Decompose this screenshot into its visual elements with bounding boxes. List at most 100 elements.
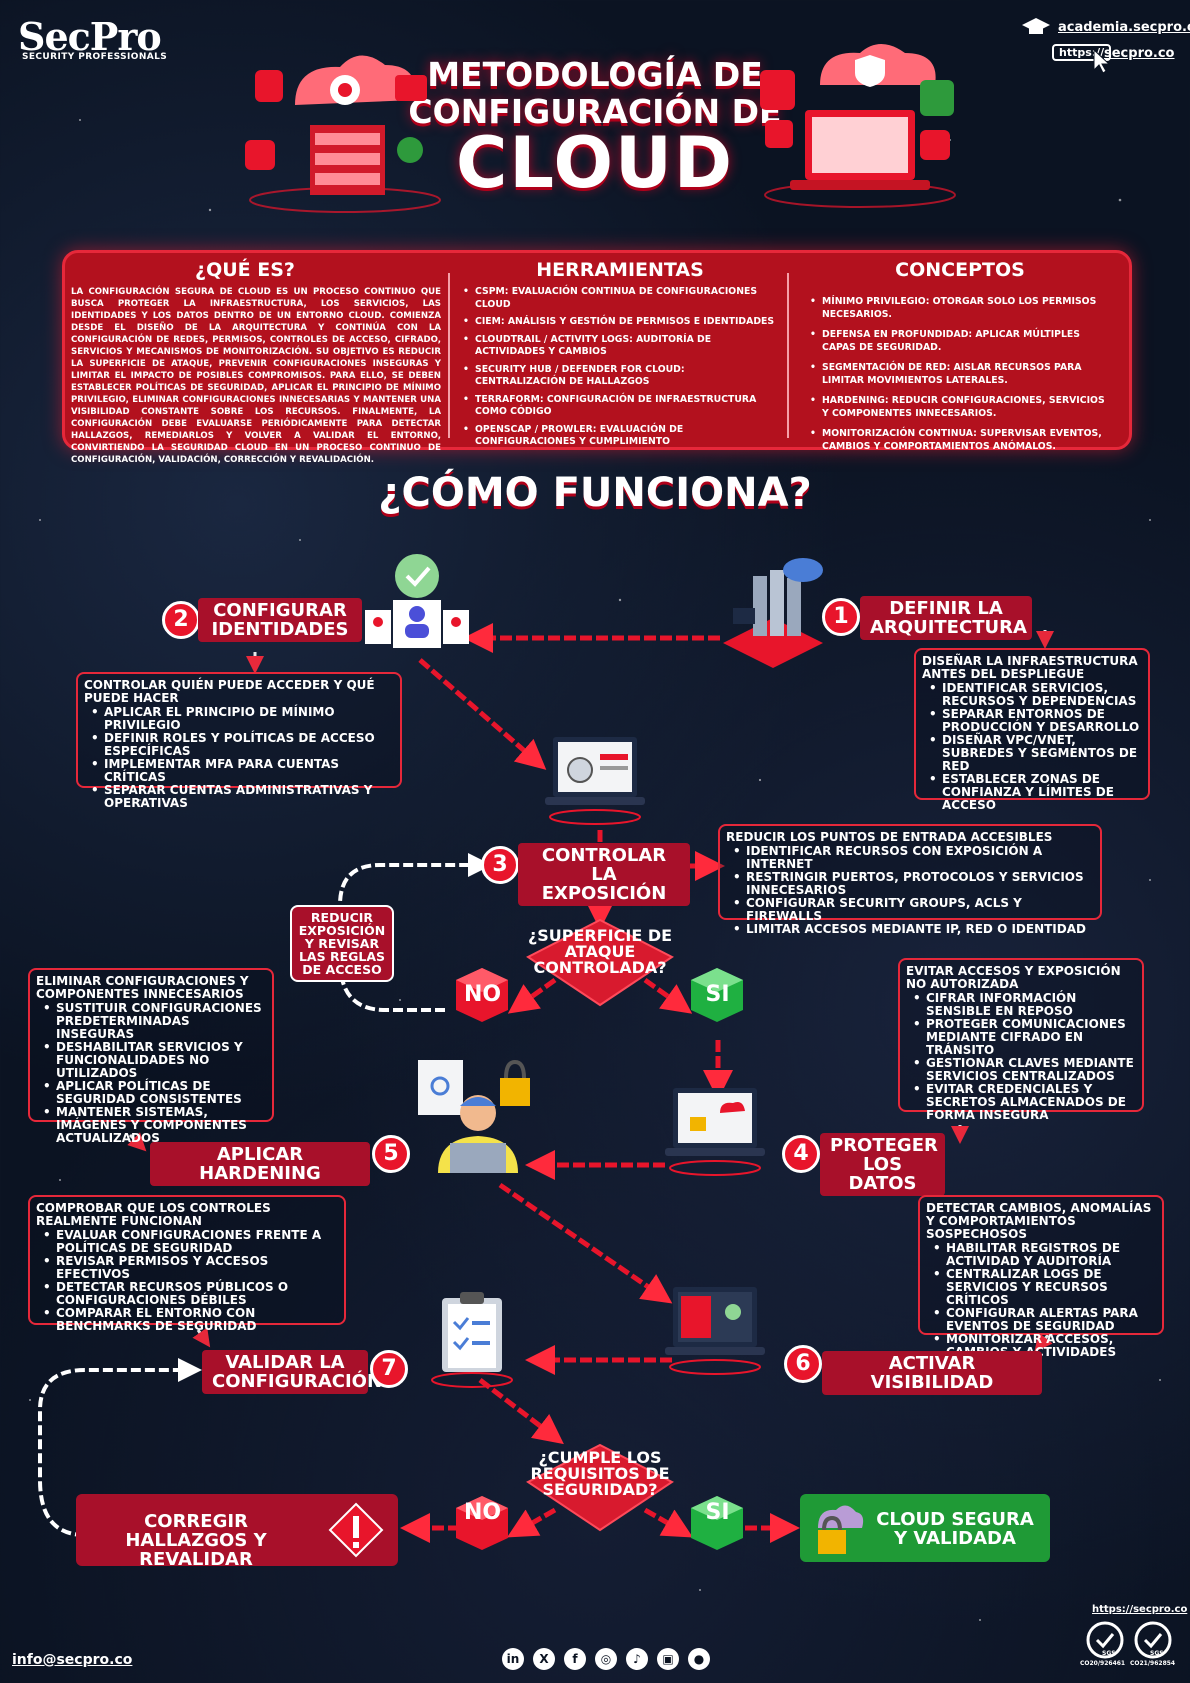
step-4-details: EVITAR ACCESOS Y EXPOSICIÓN NO AUTORIZAD… bbox=[898, 958, 1144, 1122]
architecture-illustration-icon bbox=[718, 548, 828, 672]
list-item: PROTEGER COMUNICACIONES MEDIANTE CIFRADO… bbox=[906, 1018, 1136, 1057]
panel-divider bbox=[448, 273, 450, 438]
how-it-works-title: ¿CÓMO FUNCIONA? bbox=[378, 470, 812, 516]
title-line2: CONFIGURACIÓN DE bbox=[408, 92, 782, 131]
list-item: ESTABLECER ZONAS DE CONFIANZA Y LÍMITES … bbox=[922, 773, 1142, 812]
list-item: CENTRALIZAR LOGS DE SERVICIOS Y RECURSOS… bbox=[926, 1268, 1156, 1307]
decision-diamond-2 bbox=[522, 1430, 678, 1544]
box-title: DETECTAR CAMBIOS, ANOMALÍAS Y COMPORTAMI… bbox=[926, 1201, 1152, 1241]
list-item: IMPLEMENTAR MFA PARA CUENTAS CRÍTICAS bbox=[84, 758, 394, 784]
step-2-details: CONTROLAR QUIÉN PUEDE ACCEDER Y QUÉ PUED… bbox=[76, 672, 402, 810]
academy-link[interactable]: academia.secpro.co bbox=[1058, 20, 1190, 35]
cursor-icon bbox=[1092, 48, 1111, 78]
hardening-person-icon bbox=[418, 1058, 538, 1182]
exposure-laptop-icon bbox=[545, 732, 645, 831]
box-title: DISEÑAR LA INFRAESTRUCTURA ANTES DEL DES… bbox=[922, 654, 1138, 681]
list-item: DESHABILITAR SERVICIOS Y FUNCIONALIDADES… bbox=[36, 1041, 266, 1080]
instagram-icon[interactable]: ◎ bbox=[595, 1648, 617, 1670]
tool-item: CLOUDTRAIL / ACTIVITY LOGS: AUDITORÍA DE… bbox=[463, 334, 778, 359]
yes-cube-icon bbox=[685, 960, 750, 1034]
list-item: DISEÑAR VPC/VNET, SUBREDES Y SEGMENTOS D… bbox=[922, 734, 1142, 773]
conceptos-list: MÍNIMO PRIVILEGIO: OTORGAR SOLO LOS PERM… bbox=[810, 296, 1110, 458]
cert-label-1: SGS bbox=[1102, 1650, 1116, 1657]
footer-email[interactable]: info@secpro.co bbox=[12, 1652, 133, 1668]
list-item: LIMITAR ACCESOS MEDIANTE IP, RED O IDENT… bbox=[726, 923, 1094, 937]
step-number: 2 bbox=[162, 601, 200, 639]
decision-diamond-1 bbox=[522, 905, 678, 1019]
box-title: ELIMINAR CONFIGURACIONES Y COMPONENTES I… bbox=[36, 974, 249, 1001]
tool-item: CIEM: ANÁLISIS Y GESTIÓN DE PERMISOS E I… bbox=[463, 316, 778, 329]
cloud-server-illustration-icon bbox=[245, 45, 445, 219]
tool-item: TERRAFORM: CONFIGURACIÓN DE INFRAESTRUCT… bbox=[463, 394, 778, 419]
decision-1-question: ¿SUPERFICIE DE ATAQUE CONTROLADA? bbox=[527, 926, 673, 977]
step-number: 3 bbox=[481, 846, 519, 884]
list-item: IDENTIFICAR SERVICIOS, RECURSOS Y DEPEND… bbox=[922, 682, 1142, 708]
list-item: COMPARAR EL ENTORNO CON BENCHMARKS DE SE… bbox=[36, 1307, 338, 1333]
cert-code-1: CO20/926461 bbox=[1080, 1660, 1126, 1667]
laptop-cloud-illustration-icon bbox=[760, 35, 960, 214]
list-item: DETECTAR RECURSOS PÚBLICOS O CONFIGURACI… bbox=[36, 1281, 338, 1307]
step-number: 6 bbox=[784, 1345, 822, 1383]
list-item: RESTRINGIR PUERTOS, PROTOCOLOS Y SERVICI… bbox=[726, 871, 1094, 897]
conceptos-heading: CONCEPTOS bbox=[895, 259, 1025, 281]
list-item: SUSTITUIR CONFIGURACIONES PREDETERMINADA… bbox=[36, 1002, 266, 1041]
list-item: CIFRAR INFORMACIÓN SENSIBLE EN REPOSO bbox=[906, 992, 1136, 1018]
tool-item: OPENSCAP / PROWLER: EVALUACIÓN DE CONFIG… bbox=[463, 424, 778, 449]
box-title: COMPROBAR QUE LOS CONTROLES REALMENTE FU… bbox=[36, 1201, 271, 1228]
list-item: APLICAR EL PRINCIPIO DE MÍNIMO PRIVILEGI… bbox=[84, 706, 394, 732]
info-panel: ¿QUÉ ES? LA CONFIGURACIÓN SEGURA DE CLOU… bbox=[62, 250, 1132, 465]
brand-tagline: SECURITY PROFESSIONALS bbox=[22, 52, 168, 62]
footer-url[interactable]: https://secpro.co bbox=[1092, 1604, 1188, 1615]
step-number: 1 bbox=[822, 598, 860, 636]
step-6-label: ACTIVAR VISIBILIDAD bbox=[822, 1351, 1042, 1395]
list-item: CONFIGURAR SECURITY GROUPS, ACLS Y FIREW… bbox=[726, 897, 1094, 923]
visibility-laptop-icon bbox=[665, 1282, 765, 1381]
step-7-details: COMPROBAR QUE LOS CONTROLES REALMENTE FU… bbox=[28, 1195, 346, 1333]
step-2-label: CONFIGURAR IDENTIDADES bbox=[198, 598, 362, 642]
decision-1-no: NO bbox=[463, 982, 502, 1007]
list-item: REVISAR PERMISOS Y ACCESOS EFECTIVOS bbox=[36, 1255, 338, 1281]
clipboard-checklist-icon bbox=[430, 1290, 520, 1394]
github-icon[interactable]: ● bbox=[688, 1648, 710, 1670]
list-item: GESTIONAR CLAVES MEDIANTE SERVICIOS CENT… bbox=[906, 1057, 1136, 1083]
list-item: MANTENER SISTEMAS, IMÁGENES Y COMPONENTE… bbox=[36, 1106, 266, 1145]
decision-2-no: NO bbox=[463, 1500, 502, 1525]
brand-logo[interactable]: SecPro bbox=[18, 14, 162, 59]
data-protection-laptop-icon bbox=[665, 1083, 765, 1182]
step-3-label: CONTROLAR LA EXPOSICIÓN bbox=[518, 843, 690, 906]
step-number: 5 bbox=[372, 1135, 410, 1173]
panel-divider bbox=[787, 273, 789, 438]
step-1-details: DISEÑAR LA INFRAESTRUCTURA ANTES DEL DES… bbox=[914, 648, 1150, 812]
que-es-heading: ¿QUÉ ES? bbox=[195, 259, 295, 281]
x-icon[interactable]: X bbox=[533, 1648, 555, 1670]
graduation-cap-icon bbox=[1020, 16, 1052, 42]
site-link[interactable]: secpro.co bbox=[1104, 46, 1175, 61]
identities-illustration-icon bbox=[365, 552, 470, 656]
step-3-details: REDUCIR LOS PUNTOS DE ENTRADA ACCESIBLES… bbox=[718, 824, 1102, 936]
sgs-cert-icon bbox=[1085, 1620, 1175, 1664]
loop-1-label: REDUCIR EXPOSICIÓN Y REVISAR LAS REGLAS … bbox=[290, 905, 394, 982]
concept-item: SEGMENTACIÓN DE RED: AISLAR RECURSOS PAR… bbox=[810, 362, 1110, 387]
twitch-icon[interactable]: ▣ bbox=[657, 1648, 679, 1670]
list-item: EVALUAR CONFIGURACIONES FRENTE A POLÍTIC… bbox=[36, 1229, 338, 1255]
decision-2-yes: SI bbox=[705, 1500, 730, 1525]
title-line3: CLOUD bbox=[456, 122, 734, 204]
fix-findings-box: CORREGIR HALLAZGOS Y REVALIDAR bbox=[76, 1494, 398, 1569]
step-5-details: ELIMINAR CONFIGURACIONES Y COMPONENTES I… bbox=[28, 968, 274, 1145]
box-title: CONTROLAR QUIÉN PUEDE ACCEDER Y QUÉ PUED… bbox=[84, 678, 375, 705]
list-item: CONFIGURAR ALERTAS PARA EVENTOS DE SEGUR… bbox=[926, 1307, 1156, 1333]
facebook-icon[interactable]: f bbox=[564, 1648, 586, 1670]
list-item: SEPARAR ENTORNOS DE PRODUCCIÓN Y DESARRO… bbox=[922, 708, 1142, 734]
list-item: IDENTIFICAR RECURSOS CON EXPOSICIÓN A IN… bbox=[726, 845, 1094, 871]
linkedin-icon[interactable]: in bbox=[502, 1648, 524, 1670]
tiktok-icon[interactable]: ♪ bbox=[626, 1648, 648, 1670]
decision-2-question: ¿CUMPLE LOS REQUISITOS DE SEGURIDAD? bbox=[530, 1448, 670, 1499]
step-7-label: VALIDAR LA CONFIGURACIÓN bbox=[202, 1350, 382, 1394]
list-item: HABILITAR REGISTROS DE ACTIVIDAD Y AUDIT… bbox=[926, 1242, 1156, 1268]
box-title: REDUCIR LOS PUNTOS DE ENTRADA ACCESIBLES bbox=[726, 830, 1053, 844]
list-item: APLICAR POLÍTICAS DE SEGURIDAD CONSISTEN… bbox=[36, 1080, 266, 1106]
step-6-details: DETECTAR CAMBIOS, ANOMALÍAS Y COMPORTAMI… bbox=[918, 1195, 1164, 1372]
cert-label-2: SGS bbox=[1150, 1650, 1164, 1657]
concept-item: MONITORIZACIÓN CONTINUA: SUPERVISAR EVEN… bbox=[810, 428, 1110, 453]
step-number: 4 bbox=[782, 1135, 820, 1173]
